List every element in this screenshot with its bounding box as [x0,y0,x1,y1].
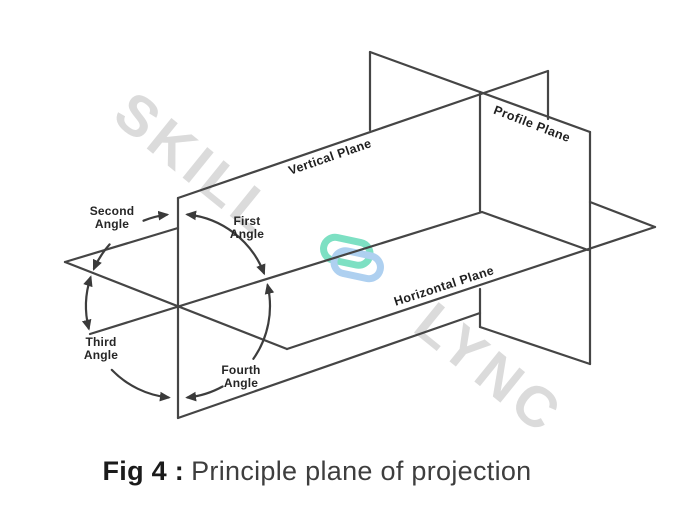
figure-caption-title: Principle plane of projection [191,456,532,486]
profile-plane-edges [368,50,592,366]
horizontal-plane-edges [63,200,657,351]
second-angle-label: Second Angle [89,204,135,231]
quadrant-arcs [81,210,275,402]
fourth-angle-label: Fourth Angle [221,363,261,390]
first-angle-label: First Angle [229,214,265,241]
skill-lync-logo [320,233,384,283]
figure-caption-number: Fig 4 : [102,456,185,486]
third-angle-label: Third Angle [83,335,119,362]
vertical-plane-edges [176,69,550,420]
figure-caption: Fig 4 :Principle plane of projection [102,456,531,487]
